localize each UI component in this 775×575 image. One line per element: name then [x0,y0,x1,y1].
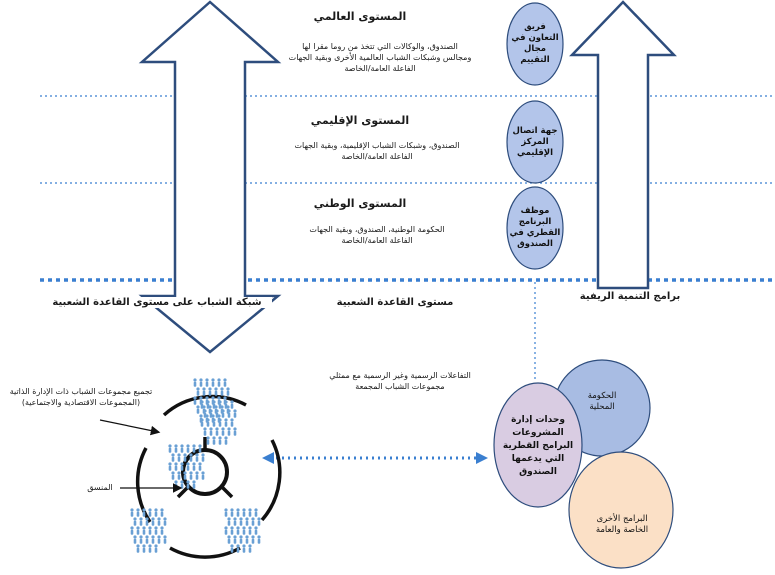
double-arrow-left [138,0,282,354]
national-level-title: المستوى الوطني [313,197,407,210]
circle-evaluation-team [506,2,564,86]
gov-line2: المحلية [589,402,615,412]
c2-line1: جهة اتصال [512,125,558,136]
heading-rural-programs: برامج التنمية الريفية [570,291,690,302]
units-line5: الصندوق [519,466,557,477]
circle-country-officer-text: موظف البرنامج القطري في الصندوق [508,190,562,266]
coordinator-label: المنسق [87,483,113,492]
c1-line1: فريق [524,22,546,32]
c1-line4: التقييم [520,55,550,65]
c2-line3: الإقليمي [516,147,554,158]
interactions-line1: التفاعلات الرسمية وغير الرسمية مع ممثلي [329,371,471,380]
c3-line2: البرنامج [518,217,552,227]
pointer-arrow-groups [99,419,161,436]
regional-level-line2: الفاعلة العامة/الخاصة [341,152,413,161]
circle-country-officer [506,186,564,270]
heading-grassroots-network: شبكة الشباب على مستوى القاعدة الشعبية [42,297,272,308]
up-arrow-right [569,0,677,290]
dotted-arrowhead-left [262,452,274,464]
global-level-line1: الصندوق، والوكالات التي تتخذ من روما مقر… [302,42,458,51]
national-level-line1: الحكومة الوطنية، الصندوق، وبقية الجهات [309,225,445,234]
c3-line1: موظف [520,206,550,216]
regional-level-title: المستوى الإقليمي [310,114,410,127]
coordinator-spokes [176,437,234,499]
others-line2: الخاصة والعامة [595,525,649,535]
global-level-title: المستوى العالمي [313,10,407,23]
other-programs-text: البرامج الأخرى الخاصة والعامة [582,510,662,540]
others-line1: البرامج الأخرى [596,514,648,524]
units-line1: وحدات إدارة [511,414,565,425]
c3-line3: القطري في [509,228,561,238]
global-level-line3: الفاعلة العامة/الخاصة [344,64,416,73]
interactions-line2: مجموعات الشباب المجمعة [355,382,445,391]
units-line3: البرامج القطرية [502,440,574,451]
local-government-text: الحكومة المحلية [574,382,630,422]
youth-groups-line2: (المجموعات الاقتصادية والاجتماعية) [21,398,141,407]
units-line4: التي يدعمها [511,453,565,464]
global-level-line2: ومجالس وشبكات الشباب العالمية الأخرى وبق… [288,53,472,62]
youth-group-bottom-left [130,508,166,552]
circle-other-programs [568,451,674,569]
circle-regional-focal [506,100,564,184]
youth-groups-line1: تجميع مجموعات الشباب ذات الإدارة الذاتية [9,387,153,396]
coordinator-ring [181,448,229,496]
youth-group-bottom-right [224,508,260,552]
heading-grassroots-level: مستوى القاعدة الشعبية [336,297,454,308]
c1-line3: مجال [524,44,546,54]
circle-evaluation-team-text: فريق التعاون في مجال التقييم [508,6,562,82]
youth-group-center [168,444,204,488]
project-units-text: وحدات إدارة المشروعات البرامج القطرية ال… [498,400,578,492]
national-level-line2: الفاعلة العامة/الخاصة [341,236,413,245]
regional-level-line1: الصندوق، وشبكات الشباب الإقليمية، وبقية … [294,141,460,150]
circle-regional-focal-text: جهة اتصال المركز الإقليمي [508,104,562,180]
units-line2: المشروعات [512,427,564,438]
c1-line2: التعاون في [511,33,559,43]
dotted-arrowhead-right [476,452,488,464]
c3-line4: الصندوق [517,239,553,249]
c2-line2: المركز [521,136,549,147]
circle-project-units [493,382,583,508]
gov-line1: الحكومة [587,391,617,401]
